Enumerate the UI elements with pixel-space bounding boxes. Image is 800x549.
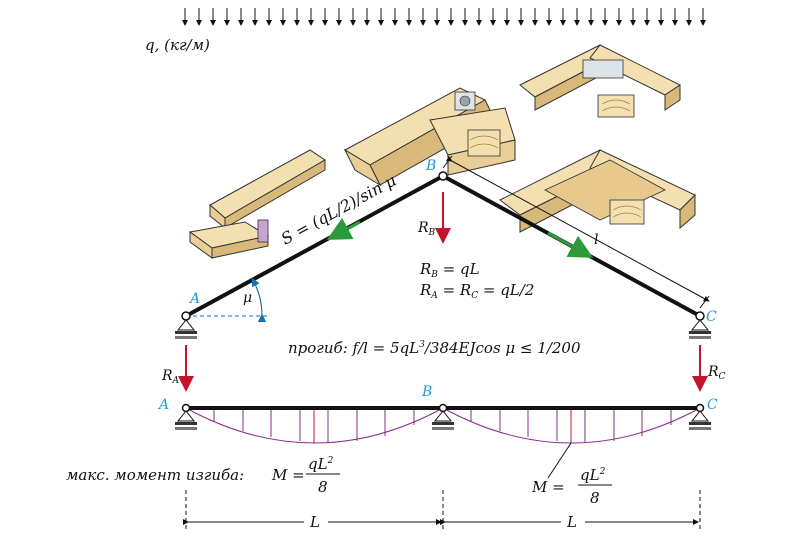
point-label-C-top: C [706, 309, 717, 325]
continuous-beam [175, 403, 711, 444]
reaction-label-RB: RB [417, 220, 436, 238]
left-rafter [184, 174, 445, 318]
moment-fraction-left: qL2 8 [306, 455, 340, 496]
load-label: q, (кг/м) [145, 36, 210, 54]
angle-arc [251, 277, 267, 323]
compression-force-arrow [326, 217, 361, 240]
fraction-denominator-right: 8 [590, 489, 600, 507]
max-moment-label: макс. момент изгиба: [66, 466, 244, 484]
support-A-top [175, 311, 197, 339]
reaction-formula-RA-RC: RA = RC = qL/2 [419, 281, 534, 301]
span-label-left: L [309, 513, 320, 531]
rafter-length-label: l [594, 232, 598, 248]
gusset-plate-illustration [499, 149, 696, 233]
point-label-A-bottom: A [157, 397, 169, 413]
support-B-bottom [432, 403, 454, 430]
angle-label: μ [243, 290, 252, 306]
point-label-B-bottom: B [421, 384, 432, 400]
reaction-label-RC: RC [707, 364, 726, 382]
moment-formula-right-lhs: M = [531, 478, 565, 496]
plate-connector-illustration [519, 44, 681, 118]
rafter-system [175, 155, 711, 392]
moment-formula-left-lhs: M = [271, 466, 305, 484]
deflection-formula: прогиб: f/l = 5qL3/384EJcos μ ≤ 1/200 [288, 339, 581, 357]
span-label-right: L [566, 513, 577, 531]
moment-fraction-right: qL2 8 [578, 466, 612, 507]
rafter-length-dimension [445, 155, 710, 302]
fraction-numerator-left: qL2 [308, 455, 334, 473]
axial-force-arrow [547, 231, 594, 258]
span-dimensions [183, 490, 701, 530]
ridge-connector-illustration [343, 87, 516, 187]
fraction-denominator-left: 8 [318, 478, 328, 496]
fraction-numerator-right: qL2 [580, 466, 606, 484]
moment-ordinates [213, 408, 672, 443]
point-label-C-bottom: C [707, 397, 718, 413]
moment-pointer [547, 442, 572, 479]
support-B-top [438, 171, 448, 181]
reaction-formula-RB: RB = qL [419, 260, 480, 280]
support-A-bottom [175, 403, 197, 430]
point-label-A-top: A [188, 291, 200, 307]
loose-rafter-illustration [188, 149, 326, 259]
support-C-bottom [689, 403, 711, 430]
point-label-B-top: B [425, 158, 436, 174]
distributed-load-arrows [182, 8, 706, 26]
reaction-label-RA: RA [161, 368, 180, 386]
support-C-top [689, 311, 711, 339]
